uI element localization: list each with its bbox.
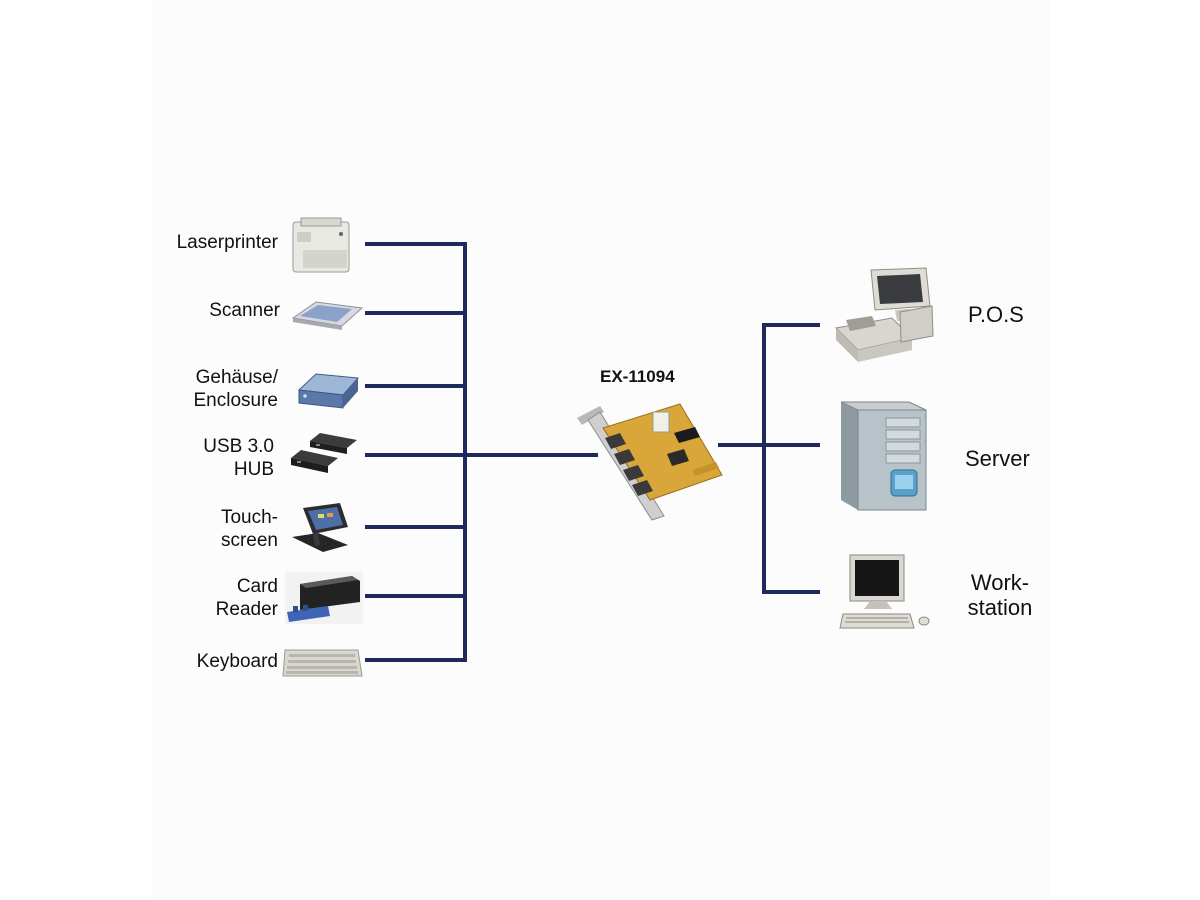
workstation-icon [839, 554, 930, 629]
pcie-card-icon [577, 403, 723, 521]
card-label: EX-11094 [600, 367, 675, 386]
label-scanner: Scanner [209, 300, 280, 321]
usb-hub-icon [291, 433, 357, 473]
keyboard-icon [282, 649, 363, 677]
label-pos: P.O.S [968, 302, 1024, 327]
touchscreen-icon [292, 503, 348, 552]
label-enclosure: Gehäuse/ Enclosure [193, 367, 279, 411]
label-usb-hub: USB 3.0 HUB [203, 436, 274, 480]
scanner-icon [291, 301, 364, 330]
card-reader-icon [285, 572, 363, 624]
label-workstation: Work- station [967, 570, 1033, 620]
laser-printer-icon [292, 217, 350, 273]
pos-terminal-icon [834, 267, 934, 362]
server-tower-icon [840, 401, 927, 511]
label-server: Server [965, 446, 1030, 471]
enclosure-icon [297, 373, 360, 409]
label-laserprinter: Laserprinter [176, 232, 278, 253]
label-touchscreen: Touch- screen [220, 507, 278, 551]
label-keyboard: Keyboard [196, 651, 278, 672]
label-card-reader: Card Reader [215, 576, 278, 620]
